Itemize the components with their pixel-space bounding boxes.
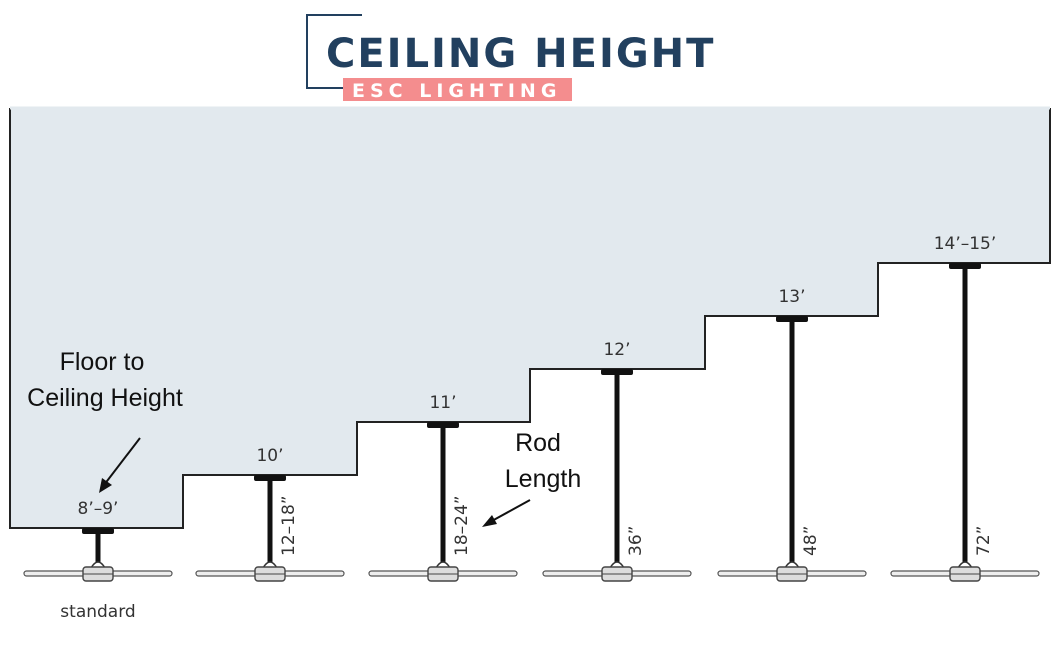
rod-length-label: 48”	[801, 526, 821, 556]
logo-bracket	[306, 14, 362, 89]
ceiling-mount	[776, 316, 808, 322]
ceiling-staircase	[9, 108, 1051, 529]
rod-length-label: 12–18”	[279, 495, 299, 556]
fans-group: 8’–9’ standard 10’ 12–18” 11’ 18–24” 12’ 36” 13’…	[23, 234, 1040, 622]
logo-subtitle: ESC LIGHTING	[352, 80, 561, 102]
ceiling-height-label: 10’	[256, 446, 283, 466]
fan-1: 10’ 12–18”	[195, 446, 345, 582]
rod-length-label: 36”	[626, 526, 646, 556]
ceiling-mount	[601, 369, 633, 375]
annotation-rod-line1: Rod	[515, 429, 561, 457]
ceiling-mount	[949, 263, 981, 269]
fan-0: 8’–9’ standard	[23, 499, 173, 622]
rod-length-label: 18–24”	[452, 495, 472, 556]
ceiling-height-label: 11’	[429, 393, 456, 413]
logo-subtitle-bg	[343, 78, 572, 101]
arrow-icon	[482, 499, 531, 527]
ceiling-mount	[427, 422, 459, 428]
annotation-floor-to-ceiling-line2: Ceiling Height	[27, 384, 183, 412]
standard-label: standard	[60, 602, 135, 622]
logo-title: CEILING HEIGHT	[326, 31, 715, 77]
ceiling-mount	[82, 528, 114, 534]
ceiling-height-label: 8’–9’	[78, 499, 119, 519]
ceiling-height-label: 14’–15’	[934, 234, 997, 254]
ceiling-height-label: 13’	[778, 287, 805, 307]
fan-5: 14’–15’ 72”	[890, 234, 1040, 582]
fan-3: 12’ 36”	[542, 340, 692, 582]
fan-2: 11’ 18–24”	[368, 393, 518, 582]
logo: CEILING HEIGHT ESC LIGHTING	[306, 14, 715, 102]
ceiling-height-label: 12’	[603, 340, 630, 360]
ceiling-mount	[254, 475, 286, 481]
annotation-rod-line2: Length	[505, 465, 581, 493]
annotation-floor-to-ceiling-line1: Floor to	[60, 348, 145, 376]
fan-4: 13’ 48”	[717, 287, 867, 582]
rod-length-label: 72”	[974, 526, 994, 556]
arrow-icon	[99, 437, 141, 493]
